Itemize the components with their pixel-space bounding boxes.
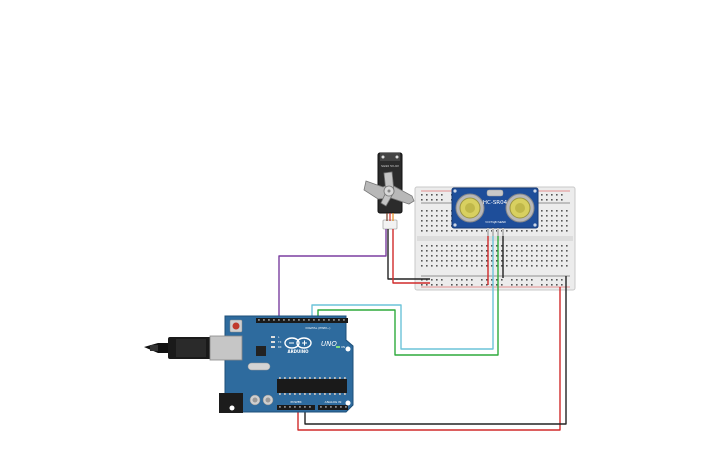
arduino-brand-label: ARDUINO xyxy=(288,349,310,354)
servo-motor[interactable]: SG90 5V-9V xyxy=(363,152,415,230)
servo-horn xyxy=(363,171,415,207)
ultrasonic-sensor[interactable]: HC-SR04 VCC Trig Echo GND xyxy=(451,187,539,236)
sensor-pin-vcc-label: VCC xyxy=(485,220,491,224)
breadboard-center-channel xyxy=(417,236,573,241)
reset-button[interactable] xyxy=(229,319,243,333)
power-header xyxy=(277,405,315,410)
wire-green-echo[interactable] xyxy=(317,236,499,356)
wire-cyan-trig[interactable] xyxy=(311,236,494,350)
sensor-model-label: HC-SR04 xyxy=(483,200,508,206)
sensor-transducer-left xyxy=(455,193,485,223)
led-on-label: ON xyxy=(341,345,345,349)
wire-black-servo-gnd[interactable] xyxy=(387,229,430,280)
analog-header-label: ANALOG IN xyxy=(325,400,342,404)
usb-cable xyxy=(144,337,216,359)
led-rx-label: RX xyxy=(278,345,282,349)
wire-black-arduino-gnd[interactable] xyxy=(304,276,567,425)
servo-connector xyxy=(382,219,398,230)
analog-header xyxy=(318,405,348,410)
capacitors xyxy=(249,394,274,406)
power-header-label: POWER xyxy=(290,400,301,404)
breadboard-lower-holes xyxy=(421,245,568,267)
arduino-model-label: UNO xyxy=(321,340,337,348)
sensor-pin-trig-label: Trig xyxy=(491,220,496,224)
digital-header-label: DIGITAL (PWM~) xyxy=(306,326,331,330)
usb-chip xyxy=(256,346,266,356)
servo-label: SG90 5V-9V xyxy=(381,164,400,168)
mount-hole xyxy=(229,405,235,411)
wire-purple-servo-signal[interactable] xyxy=(278,229,387,320)
arduino-logo xyxy=(284,337,312,349)
wire-red-servo-vcc[interactable] xyxy=(392,229,430,284)
atmega-chip-pins xyxy=(279,377,346,395)
led-tx-label: TX xyxy=(278,340,282,344)
sensor-pin-echo-label: Echo xyxy=(495,220,502,224)
digital-header-pins xyxy=(258,319,345,321)
led-l-label: L xyxy=(278,335,280,339)
digital-header xyxy=(256,318,348,323)
wire-red-arduino-5v[interactable] xyxy=(297,287,561,431)
status-leds: L TX RX ON xyxy=(271,335,345,349)
atmega-chip xyxy=(277,379,347,393)
sensor-pin-gnd-label: GND xyxy=(500,220,506,224)
sensor-transducer-right xyxy=(505,193,535,223)
mount-hole xyxy=(345,400,351,406)
bottom-header-pins xyxy=(279,406,347,408)
wires xyxy=(278,229,567,431)
sensor-crystal xyxy=(486,189,504,197)
arduino-uno-board[interactable]: DIGITAL (PWM~) ARDUINO UNO L TX RX ON xyxy=(144,315,354,413)
crystal-oscillator xyxy=(247,362,271,371)
usb-port xyxy=(209,335,243,361)
bottom-power-rail-holes xyxy=(421,279,563,286)
power-jack xyxy=(219,393,243,413)
sensor-pins xyxy=(487,228,504,236)
mount-hole xyxy=(345,346,351,352)
